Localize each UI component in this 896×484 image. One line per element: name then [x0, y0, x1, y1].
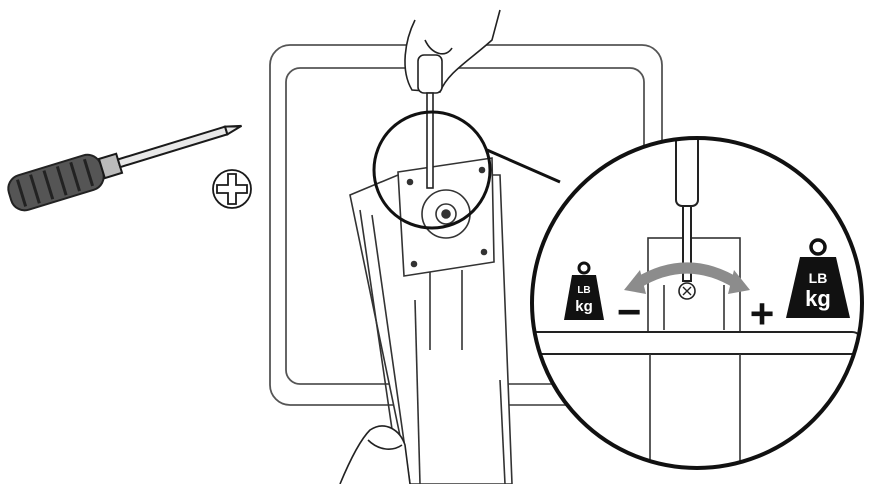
screwdriver-tool-icon: [5, 109, 247, 214]
svg-text:kg: kg: [575, 298, 593, 315]
svg-text:kg: kg: [805, 286, 831, 311]
svg-text:LB: LB: [577, 285, 590, 296]
vesa-mount-plate: [398, 158, 494, 276]
svg-text:LB: LB: [809, 270, 828, 286]
decrease-sign: −: [617, 288, 642, 335]
lower-hand: [340, 426, 410, 484]
increase-sign: +: [750, 290, 775, 337]
phillips-head-icon: [213, 170, 251, 208]
